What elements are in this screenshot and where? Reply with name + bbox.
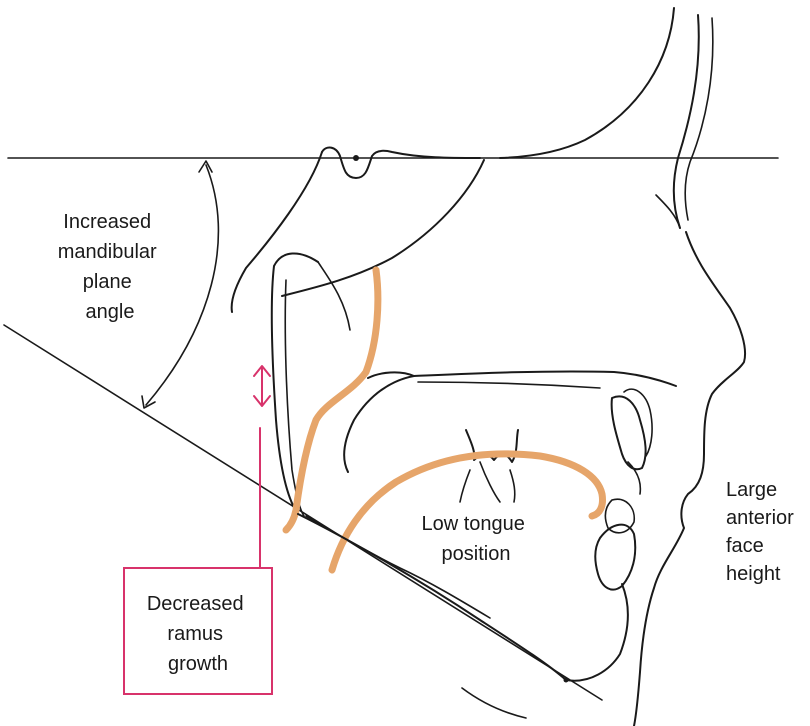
sella-outline <box>322 147 480 178</box>
molar-lower <box>480 462 500 502</box>
frontal-bone-outline <box>500 8 674 158</box>
mandibular-angle-arc <box>146 165 218 405</box>
coronoid-curve <box>318 262 350 330</box>
mandible-lower-border <box>298 514 566 680</box>
label-tongue-position: Low tongue position <box>422 513 531 565</box>
airway-posterior-wall <box>286 270 378 530</box>
label-face-height: Large anterior face height <box>726 479 799 585</box>
palatal-inner-line <box>418 382 600 388</box>
symphysis-outline <box>566 584 628 681</box>
maxilla-inner-curve <box>344 376 414 472</box>
clivus-line <box>282 160 484 296</box>
angle-arrowhead-top <box>199 161 212 172</box>
cranial-base-anterior <box>232 152 322 312</box>
menton-point <box>564 678 569 683</box>
molar-root-left <box>460 470 470 502</box>
label-mandibular-angle: Increased mandibular plane angle <box>58 211 163 323</box>
molar-root-right <box>510 470 515 502</box>
sella-point <box>353 155 359 161</box>
chin-soft-tissue <box>462 688 526 718</box>
nasal-bone-outer <box>674 15 699 228</box>
lower-incisor <box>595 525 635 590</box>
upper-incisor <box>612 396 646 469</box>
